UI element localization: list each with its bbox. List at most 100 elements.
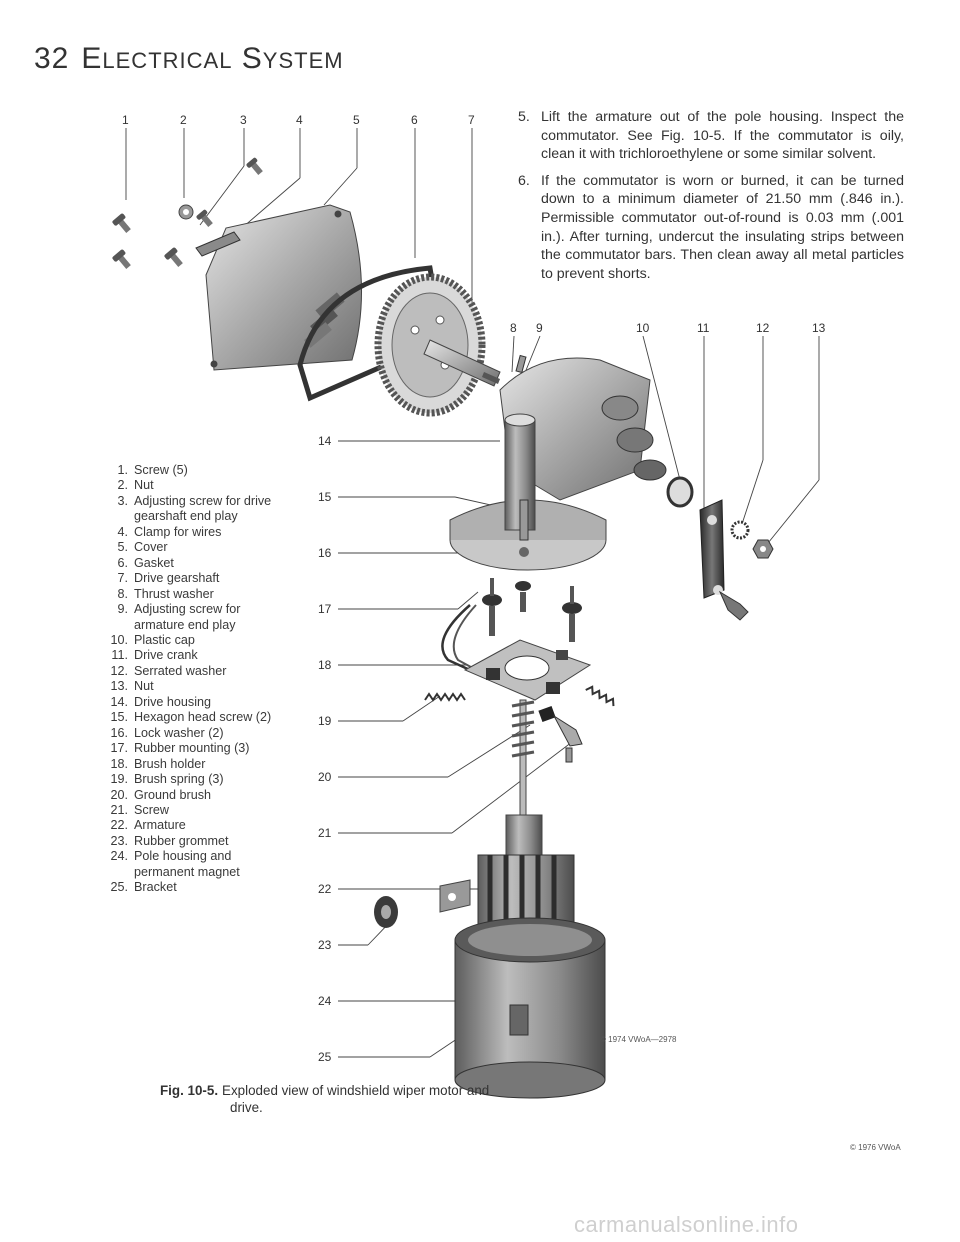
caption-line-1: Exploded view of windshield wiper motor … — [222, 1083, 490, 1098]
drive-crank — [699, 499, 749, 621]
legend-item: 23. Rubber grommet — [100, 834, 290, 849]
legend-label: Drive housing — [134, 694, 212, 709]
legend-label: Cover — [134, 540, 168, 555]
callout-numbers: 1 2 3 4 5 6 7 8 9 10 11 12 13 14 15 16 1… — [122, 113, 826, 1064]
legend-item: 19.Brush spring (3) — [100, 772, 290, 787]
legend-label: Serrated washer — [134, 663, 227, 678]
legend-number: 18. — [110, 756, 128, 771]
legend-number: 22. — [110, 818, 128, 833]
legend-label: Screw (5) — [134, 463, 188, 477]
callout-25: 25 — [318, 1050, 332, 1064]
site-watermark: carmanualsonline.info — [574, 1212, 799, 1237]
legend-label: Rubber mounting (3) — [134, 741, 250, 756]
callout-8: 8 — [510, 321, 517, 335]
legend-item: 8.Thrust washer — [100, 587, 290, 602]
legend-label: Bracket — [134, 880, 177, 895]
step-number: 6. — [518, 172, 530, 189]
legend-item: 4.Clamp for wires — [100, 525, 290, 540]
legend-label: Nut — [134, 679, 154, 694]
legend-number: 23. — [110, 833, 128, 848]
page-number: 32 — [34, 42, 70, 75]
figure-label: Fig. 10-5. — [160, 1083, 219, 1098]
legend-number: 24. — [110, 849, 128, 864]
legend-label: Hexagon head screw (2) — [134, 710, 272, 725]
legend-label: Drive crank — [134, 648, 198, 663]
procedure-steps: 5. Lift the armature out of the pole hou… — [518, 108, 904, 291]
legend-item: 20.Ground brush — [100, 788, 290, 803]
legend-label: Brush holder — [134, 756, 206, 771]
figure-caption: Fig. 10-5.Exploded view of windshield wi… — [160, 1083, 540, 1116]
legend-item: 1. Screw (5) — [100, 463, 290, 478]
callout-10: 10 — [636, 321, 650, 335]
legend-label: Lock washer (2) — [134, 725, 224, 740]
callout-24: 24 — [318, 994, 332, 1008]
legend-item: 21. Screw — [100, 803, 290, 818]
legend-label: Ground brush — [134, 787, 212, 802]
callout-12: 12 — [756, 321, 770, 335]
legend-number: 9. — [117, 602, 128, 617]
legend-item: 14.Drive housing — [100, 695, 290, 710]
legend-number: 17. — [110, 741, 128, 756]
callout-16: 16 — [318, 546, 332, 560]
legend-label: Brush spring (3) — [134, 772, 224, 787]
callout-1: 1 — [122, 113, 129, 127]
legend-item: 7.Drive gearshaft — [100, 571, 290, 586]
legend-number: 11. — [111, 648, 128, 663]
image-copyright: © 1974 VWoA—2978 — [600, 1035, 677, 1044]
cover-plate — [195, 204, 363, 371]
pole-housing — [439, 879, 606, 1099]
caption-line-2: drive. — [230, 1099, 263, 1115]
legend-label: Screw — [134, 802, 169, 817]
plastic-cap — [666, 476, 694, 508]
callout-17: 17 — [318, 602, 332, 616]
legend-number: 7. — [117, 571, 128, 586]
legend-label: Rubber grommet — [134, 833, 229, 848]
adjusting-screw — [515, 354, 527, 374]
callout-18: 18 — [318, 658, 332, 672]
legend-number: 10. — [110, 632, 128, 647]
legend-label: Nut — [134, 478, 154, 493]
callout-2: 2 — [180, 113, 187, 127]
callout-6: 6 — [411, 113, 418, 127]
ground-brush — [538, 705, 556, 723]
legend-item: 24.Pole housing and permanent magnet — [100, 849, 290, 880]
step-6: 6. If the commutator is worn or burned, … — [518, 172, 904, 284]
legend-item: 15.Hexagon head screw (2) — [100, 710, 290, 725]
legend-number: 2. — [117, 478, 128, 493]
legend-number: 12. — [110, 663, 128, 678]
legend-item: 22.Armature — [100, 818, 290, 833]
legend-item: 6.Gasket — [100, 556, 290, 571]
legend-item: 10. Plastic cap — [100, 633, 290, 648]
legend-item: 9.Adjusting screw for armature end play — [100, 602, 290, 633]
callout-19: 19 — [318, 714, 332, 728]
step-number: 5. — [518, 109, 530, 125]
callout-5: 5 — [353, 113, 360, 127]
exploded-view-diagram: 1 2 3 4 5 6 7 8 9 10 11 12 13 14 15 16 1… — [112, 113, 826, 1099]
callout-4: 4 — [296, 113, 303, 127]
legend-number: 1. — [117, 463, 128, 477]
legend-number: 21. — [110, 802, 128, 817]
page-copyright: © 1976 VWoA — [850, 1143, 901, 1152]
legend-item: 13. Nut — [100, 679, 290, 694]
drive-gearshaft — [423, 339, 501, 387]
legend-item: 3. Adjusting screw for drive gearshaft en… — [100, 494, 290, 525]
legend-label: Adjusting screw for drive gearshaft end … — [134, 493, 272, 524]
callout-13: 13 — [812, 321, 826, 335]
step-5: 5. Lift the armature out of the pole hou… — [518, 108, 904, 164]
legend-item: 16.Lock washer (2) — [100, 726, 290, 741]
legend-item: 18. Brush holder — [100, 757, 290, 772]
legend-number: 3. — [117, 493, 128, 508]
legend-number: 13. — [110, 679, 128, 694]
callout-9: 9 — [536, 321, 543, 335]
callout-14: 14 — [318, 434, 332, 448]
legend-label: Plastic cap — [134, 632, 195, 647]
title-rest-1: LECTRICAL — [102, 48, 233, 73]
legend-number: 6. — [117, 555, 128, 570]
legend-item: 5.Cover — [100, 540, 290, 555]
screw-parts — [112, 157, 263, 269]
step-text: If the commutator is worn or burned, it … — [541, 172, 904, 282]
legend-item: 25.Bracket — [100, 880, 290, 895]
screw — [565, 747, 573, 763]
step-text: Lift the armature out of the pole housin… — [541, 109, 904, 163]
